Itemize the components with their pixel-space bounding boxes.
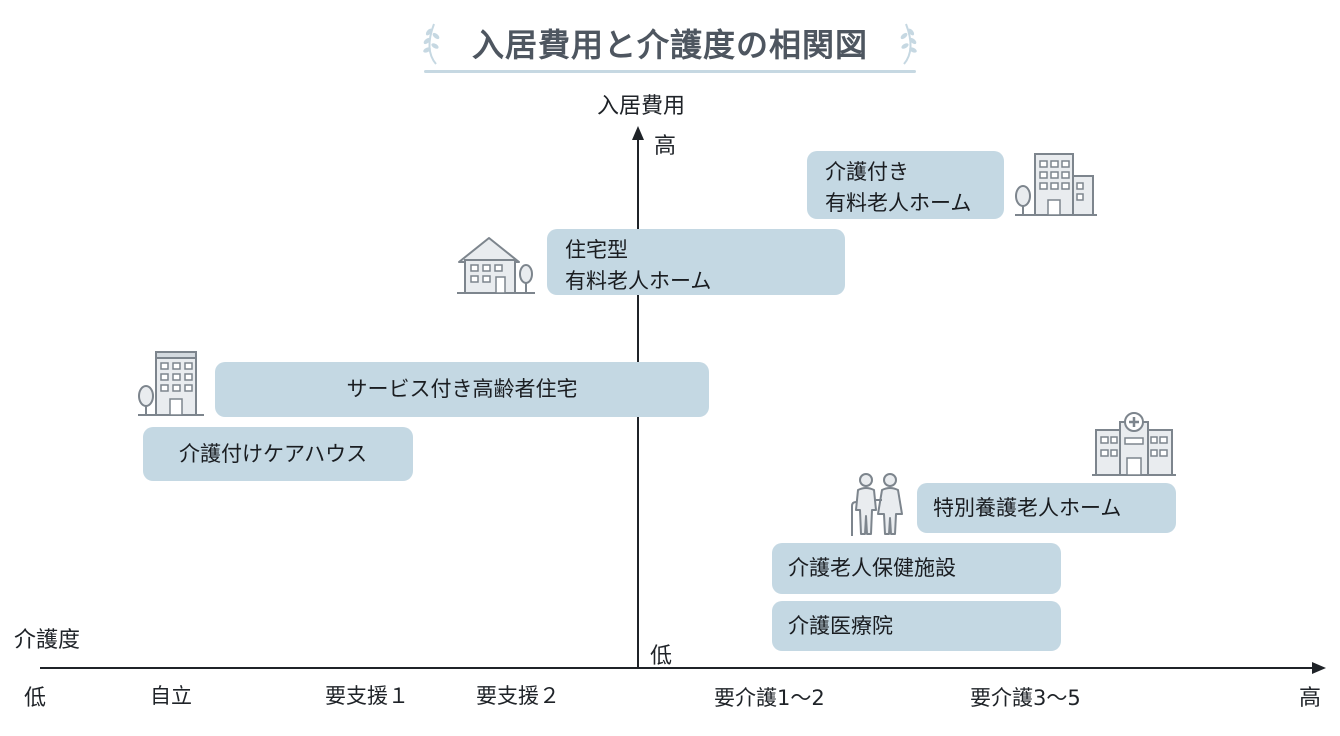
x-axis-low-label: 低	[24, 686, 47, 711]
x-tick-label: 要支援２	[476, 684, 560, 708]
office-building-icon	[1015, 153, 1097, 216]
elderly-couple-icon	[851, 473, 903, 536]
y-axis-arrow	[632, 126, 644, 140]
facility-label: 介護老人保健施設	[788, 556, 956, 580]
facility-box-care-included-home: 介護付き 有料老人ホーム	[807, 151, 1004, 219]
y-axis-high-label: 高	[654, 134, 677, 159]
laurel-right-icon	[900, 23, 917, 65]
facility-box-care-house: 介護付けケアハウス	[143, 427, 413, 481]
chart-title: 入居費用と介護度の相関図	[471, 26, 868, 64]
x-tick-label: 要支援１	[325, 684, 409, 708]
title-underline	[424, 70, 916, 73]
facility-label: 有料老人ホーム	[565, 269, 712, 293]
facility-box-serviced-senior-housing: サービス付き高齢者住宅	[215, 362, 709, 417]
facility-label: 介護医療院	[788, 613, 893, 638]
x-tick-label: 自立	[150, 684, 192, 708]
facility-label: 介護付けケアハウス	[179, 441, 368, 466]
facility-label: 介護付き	[825, 160, 909, 184]
title-block: 入居費用と介護度の相関図	[420, 14, 920, 76]
facility-label: 住宅型	[565, 238, 628, 262]
facility-label: サービス付き高齢者住宅	[346, 377, 578, 401]
facility-box-geriatric-health-facility: 介護老人保健施設	[772, 543, 1061, 594]
facility-box-special-nursing-home: 特別養護老人ホーム	[917, 483, 1176, 533]
facility-box-care-medical-clinic: 介護医療院	[772, 601, 1061, 651]
house-icon	[457, 237, 535, 294]
facility-box-residential-home: 住宅型 有料老人ホーム	[547, 229, 845, 295]
hospital-icon	[1092, 412, 1176, 476]
x-tick-label: 要介護1〜2	[714, 686, 825, 710]
apartment-building-icon	[138, 351, 204, 416]
y-axis-low-label: 低	[650, 644, 673, 669]
facility-label: 特別養護老人ホーム	[933, 495, 1122, 520]
x-axis-arrow	[1312, 662, 1326, 674]
laurel-left-icon	[423, 23, 440, 65]
x-tick-label: 要介護3〜5	[970, 686, 1081, 710]
x-axis-high-label: 高	[1299, 686, 1322, 711]
x-axis-label: 介護度	[14, 628, 81, 653]
y-axis-label: 入居費用	[597, 94, 686, 119]
facility-label: 有料老人ホーム	[825, 191, 972, 215]
